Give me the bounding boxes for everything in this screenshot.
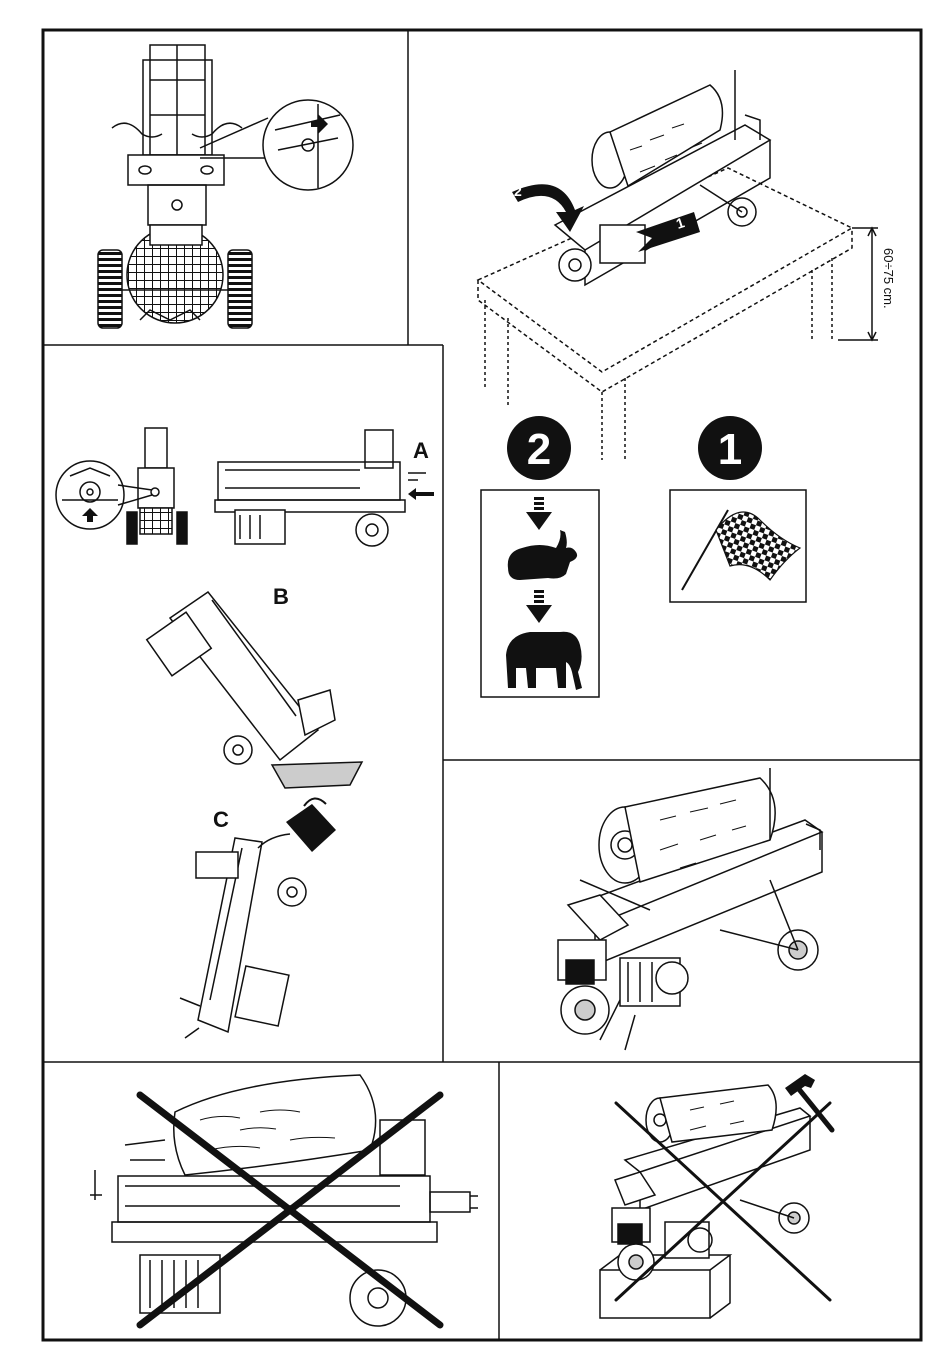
flag-box <box>670 490 806 602</box>
wheel-left <box>98 250 122 328</box>
label-a: A <box>413 438 429 463</box>
arrow-2-icon <box>512 184 584 232</box>
speed-box <box>481 490 599 697</box>
label-c: C <box>213 807 229 832</box>
step-2-badge-label: 2 <box>527 425 551 474</box>
log <box>174 1075 376 1175</box>
arrow-1-icon <box>636 212 700 252</box>
arrow-left-icon <box>408 488 434 500</box>
isometric-machine-panel <box>558 768 822 1050</box>
table-height-label: 60÷75 cm. <box>881 248 896 309</box>
detail-zoom <box>263 100 353 190</box>
front-view-panel <box>98 45 353 328</box>
step-1-badge-label: 1 <box>718 425 742 474</box>
table-setup-panel <box>478 70 878 460</box>
wheel-right <box>228 250 252 328</box>
arrow-2-label: 2 <box>514 183 522 199</box>
oil-can-icon <box>286 804 336 852</box>
oil-check-panel <box>56 428 434 1038</box>
label-b: B <box>273 584 289 609</box>
